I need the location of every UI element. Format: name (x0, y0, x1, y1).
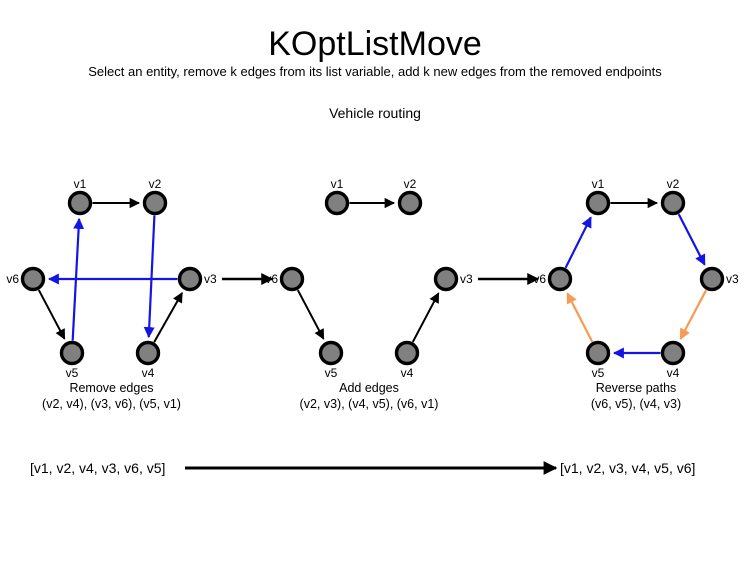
node-circle-v2[interactable] (142, 190, 168, 216)
page-title: KOptListMove (268, 25, 482, 63)
graph-node-v4[interactable]: v4 (135, 340, 161, 381)
section-label: Vehicle routing (329, 105, 421, 121)
captions-layer: Remove edges (v2, v4), (v3, v6), (v5, v1)… (42, 381, 681, 411)
page-subtitle: Select an entity, remove k edges from it… (88, 64, 662, 79)
node-label-v3: v3 (726, 272, 739, 286)
node-label-v5: v5 (325, 366, 338, 380)
node-circle-v6[interactable] (279, 266, 305, 292)
node-circle-v5[interactable] (318, 340, 344, 366)
edge-v4-to-v3 (411, 292, 440, 343)
graph-node-v1[interactable]: v1 (67, 177, 93, 216)
node-circle-v1[interactable] (324, 190, 350, 216)
graph-node-v2[interactable]: v2 (142, 177, 168, 216)
node-circle-v4[interactable] (660, 340, 686, 366)
graph-node-v1[interactable]: v1 (324, 177, 350, 216)
edge-v4-to-v3 (153, 292, 183, 343)
after-list-text: [v1, v2, v3, v4, v5, v6] (560, 460, 695, 476)
node-label-v4: v4 (401, 366, 414, 380)
graph-node-v3[interactable]: v3 (699, 266, 740, 292)
edge-v5-to-v1 (71, 217, 85, 341)
graph-node-v2[interactable]: v2 (660, 177, 686, 216)
node-circle-v6[interactable] (20, 266, 46, 292)
node-circle-v3[interactable] (433, 266, 459, 292)
node-circle-v3[interactable] (177, 266, 203, 292)
panel-reverse-caption-title: Reverse paths (596, 381, 677, 395)
node-label-v1: v1 (331, 177, 344, 191)
edge-v2-to-v3 (677, 213, 706, 266)
panel-remove-caption-detail: (v2, v4), (v3, v6), (v5, v1) (42, 397, 181, 411)
graph-node-v4[interactable]: v4 (394, 340, 420, 381)
node-label-v3: v3 (204, 272, 217, 286)
graph-node-v1[interactable]: v1 (585, 177, 611, 216)
panel-remove-caption-title: Remove edges (69, 381, 153, 395)
node-label-v2: v2 (149, 177, 162, 191)
panel-add-caption-title: Add edges (339, 381, 399, 395)
edge-v6-to-v5 (37, 289, 66, 340)
graph-node-v6[interactable]: v6 (533, 266, 573, 292)
node-circle-v6[interactable] (547, 266, 573, 292)
panel-add-caption-detail: (v2, v3), (v4, v5), (v6, v1) (300, 397, 439, 411)
node-label-v4: v4 (142, 366, 155, 380)
node-label-v1: v1 (74, 177, 87, 191)
before-list-text: [v1, v2, v4, v3, v6, v5] (30, 460, 165, 476)
graph-node-v3[interactable]: v3 (433, 266, 474, 292)
edge-v5-to-v6 (566, 292, 594, 343)
edge-v2-to-v4 (143, 215, 156, 339)
node-label-v1: v1 (592, 177, 605, 191)
node-label-v6: v6 (6, 272, 19, 286)
node-circle-v2[interactable] (397, 190, 423, 216)
node-label-v5: v5 (592, 366, 605, 380)
node-circle-v1[interactable] (585, 190, 611, 216)
node-label-v3: v3 (460, 272, 473, 286)
edges-layer (37, 197, 708, 359)
edge-v6-to-v1 (564, 216, 592, 269)
graph-node-v5[interactable]: v5 (585, 340, 611, 381)
node-circle-v3[interactable] (699, 266, 725, 292)
graph-node-v4[interactable]: v4 (660, 340, 686, 381)
graph-node-v5[interactable]: v5 (318, 340, 344, 381)
edge-v6-to-v5 (296, 289, 325, 340)
node-circle-v1[interactable] (67, 190, 93, 216)
node-label-v4: v4 (667, 366, 680, 380)
node-label-v5: v5 (66, 366, 79, 380)
edge-v3-to-v4 (679, 289, 708, 340)
bottom-layer: [v1, v2, v4, v3, v6, v5] [v1, v2, v3, v4,… (30, 460, 695, 476)
node-circle-v4[interactable] (394, 340, 420, 366)
panel-reverse-caption-detail: (v6, v5), (v4, v3) (591, 397, 681, 411)
graph-node-v5[interactable]: v5 (59, 340, 85, 381)
graph-node-v2[interactable]: v2 (397, 177, 423, 216)
node-label-v2: v2 (667, 177, 680, 191)
node-circle-v5[interactable] (59, 340, 85, 366)
node-label-v2: v2 (404, 177, 417, 191)
graph-node-v3[interactable]: v3 (177, 266, 218, 292)
node-circle-v4[interactable] (135, 340, 161, 366)
node-circle-v5[interactable] (585, 340, 611, 366)
node-circle-v2[interactable] (660, 190, 686, 216)
graph-node-v6[interactable]: v6 (6, 266, 46, 292)
